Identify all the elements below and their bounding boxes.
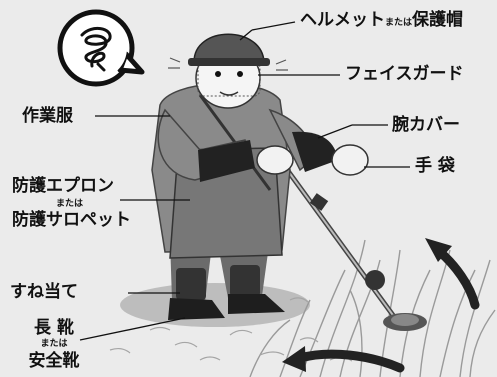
label-gloves: 手 袋 — [415, 156, 455, 176]
boot-right — [228, 294, 285, 314]
curved-arrow-icon — [425, 238, 480, 310]
helmet — [188, 33, 270, 66]
label-boots-or: または — [40, 339, 68, 349]
label-shin-guard: すね当て — [10, 282, 78, 302]
label-face-guard: フェイスガード — [345, 64, 464, 84]
glove-right — [331, 144, 369, 176]
label-work-clothes: 作業服 — [22, 106, 73, 126]
label-apron-main: 防護エプロン — [12, 176, 114, 196]
sparkle-marks — [168, 57, 288, 71]
label-boots-main: 長 靴 — [34, 318, 74, 338]
leader-lines — [79, 21, 410, 341]
label-helmet-or: または — [385, 18, 413, 28]
label-boots-alt: 安全靴 — [28, 351, 80, 371]
boot-left — [168, 298, 225, 320]
speech-bubble — [57, 9, 145, 87]
label-apron-alt: 防護サロペット — [12, 210, 131, 230]
brush-cutter — [277, 157, 427, 331]
left-arm — [157, 108, 294, 182]
spiral-scribble-icon — [80, 26, 112, 72]
shin-guard-right — [230, 265, 260, 297]
label-helmet: ヘルメットまたは保護帽 — [300, 12, 463, 29]
curved-arrow-icon — [282, 346, 405, 373]
label-apron-or: または — [56, 199, 84, 209]
right-arm — [268, 108, 369, 176]
label-helmet-main: ヘルメット — [300, 10, 385, 30]
shin-guard-left — [176, 268, 206, 300]
label-arm-cover: 腕カバー — [392, 115, 460, 135]
glove-left — [256, 145, 294, 175]
label-helmet-alt: 保護帽 — [412, 10, 464, 30]
